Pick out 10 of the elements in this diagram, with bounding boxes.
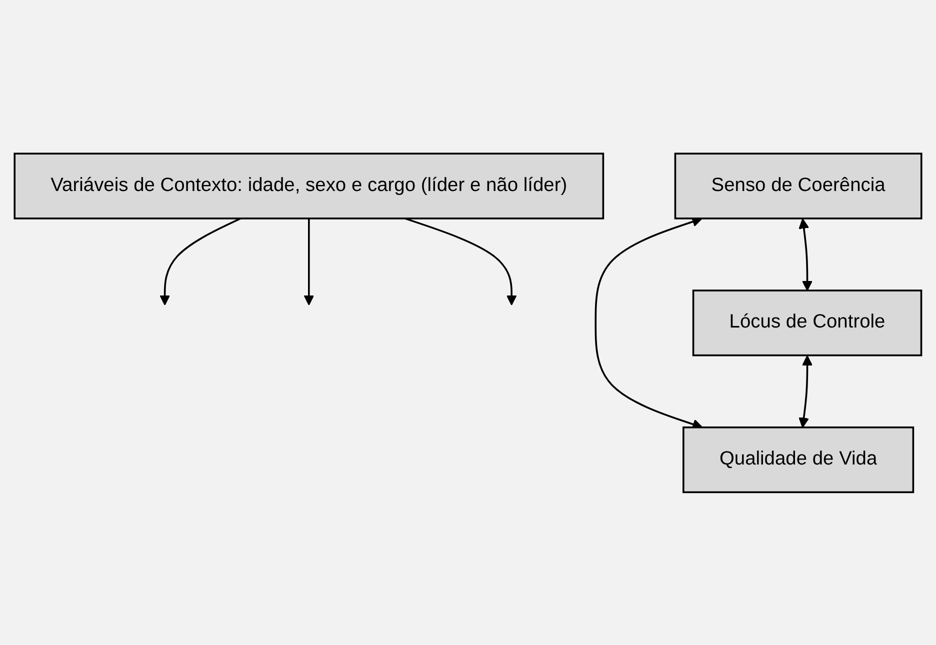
arrow: [404, 217, 517, 305]
arrow: [798, 218, 813, 291]
arrow: [798, 354, 813, 428]
arrow: [160, 217, 242, 305]
node-box: [692, 289, 922, 356]
node-box: [14, 152, 604, 219]
diagram: Variáveis de Contexto: idade, sexo e cargo (líder e não líder) Senso de Coerência Lócus de Controle Qualidade de Vida: [5, 144, 931, 502]
node-box: [674, 152, 922, 219]
node-box: [682, 426, 914, 493]
arrow: [304, 218, 314, 305]
